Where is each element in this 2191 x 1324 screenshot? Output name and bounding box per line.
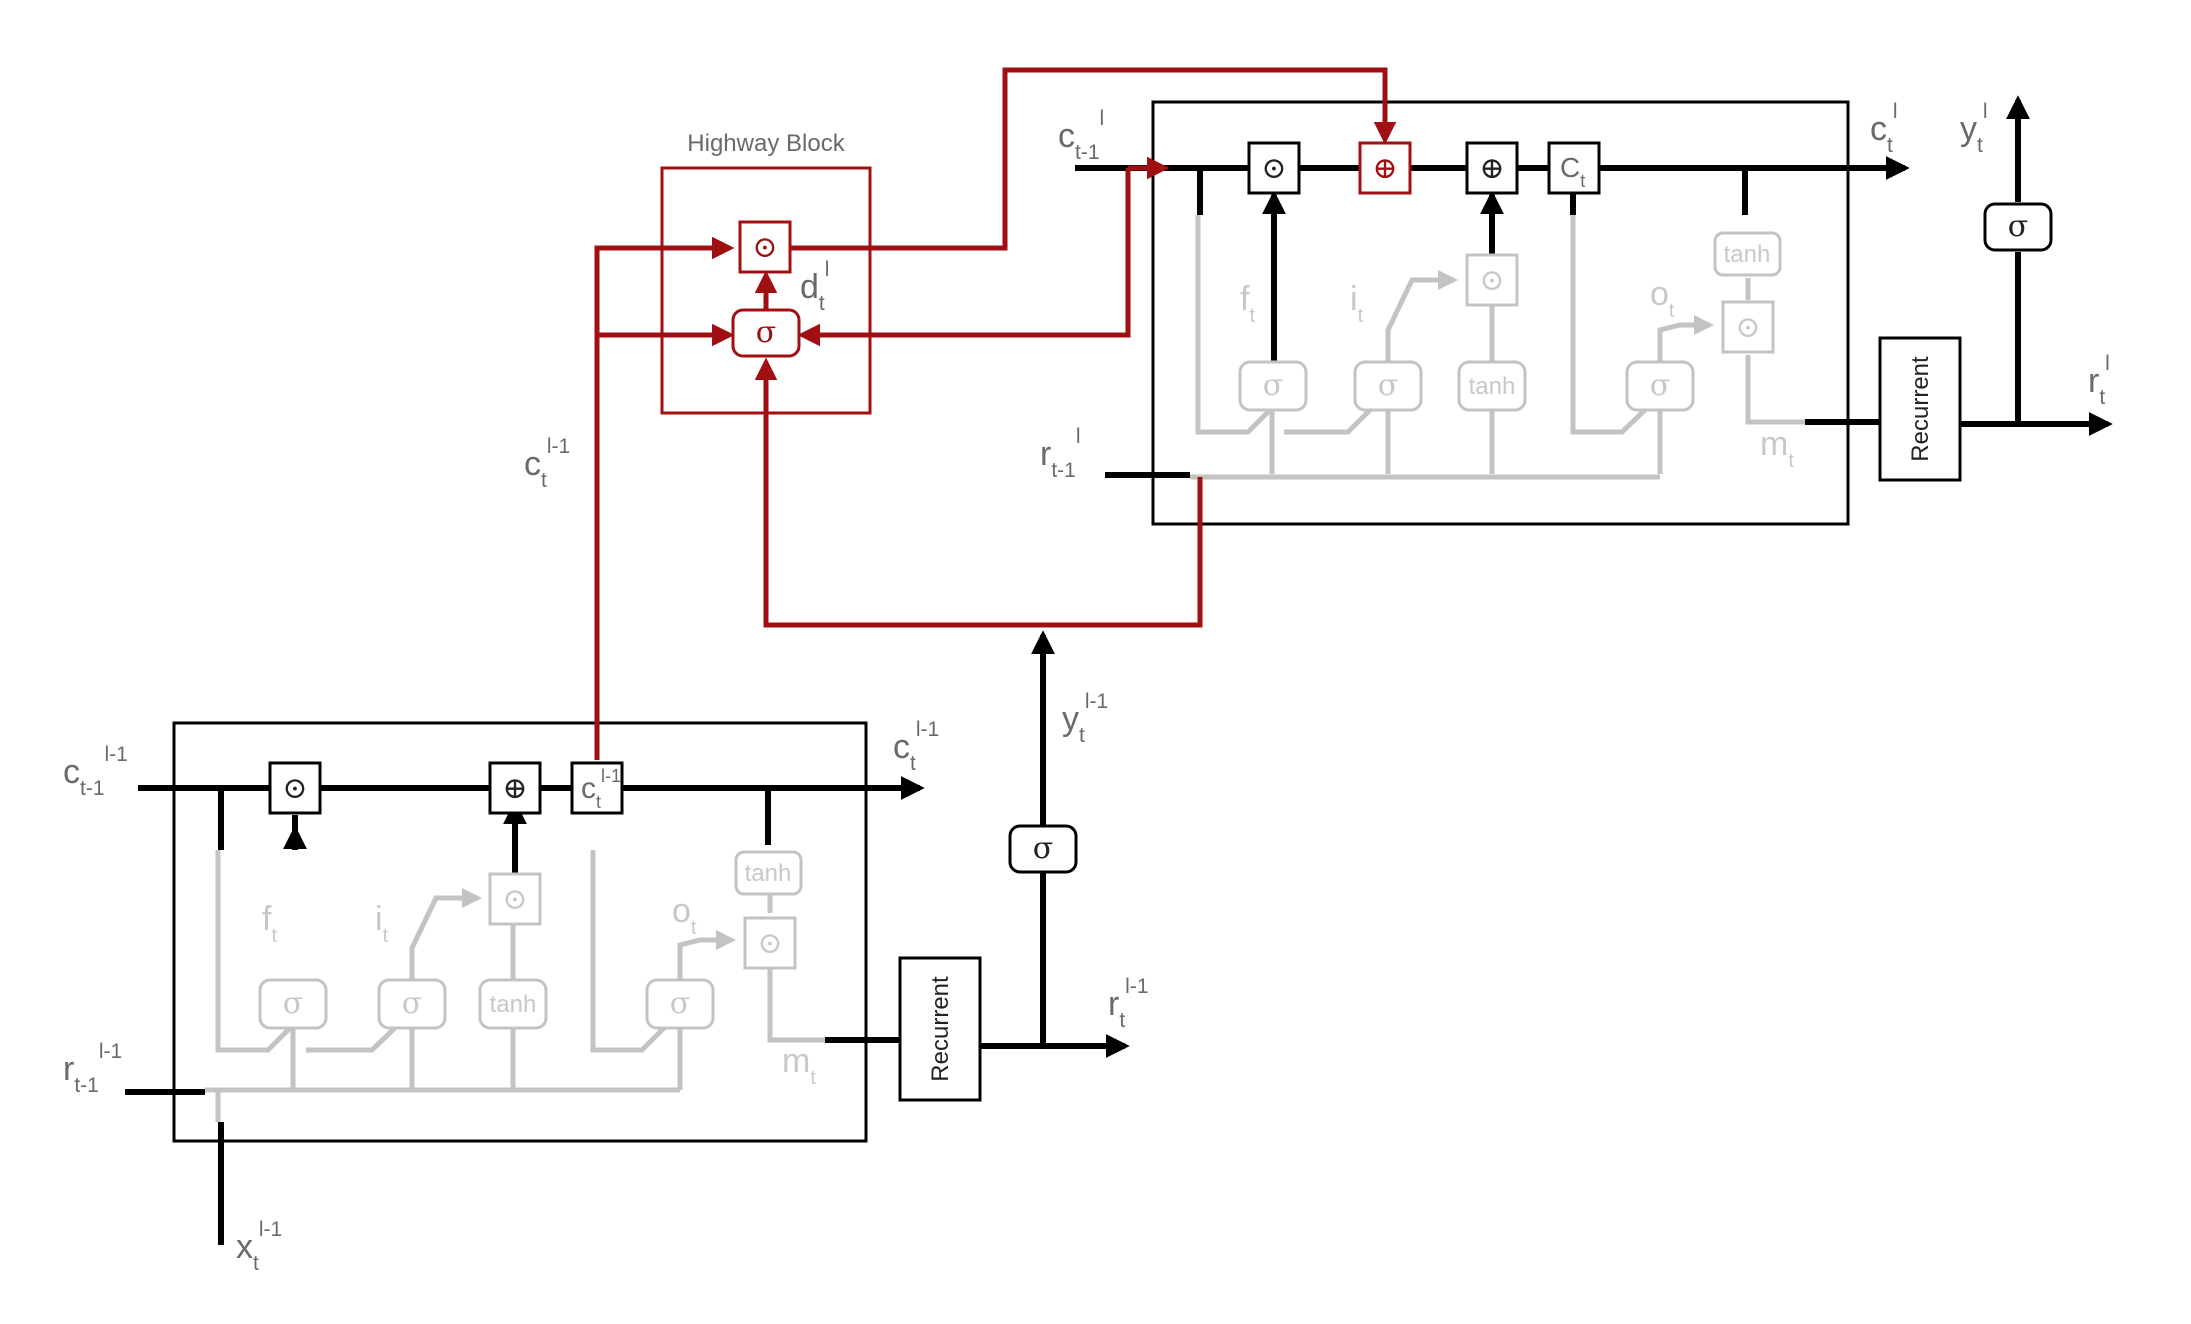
- lower-r-out-label: rtl-1: [1108, 975, 1149, 1032]
- upper-input-sigma-box: [1353, 360, 1423, 412]
- lower-cell-box: [172, 721, 868, 1143]
- upper-forget-mul-box: [1247, 141, 1301, 195]
- upper-forget-mul-symbol: ⊙: [1261, 151, 1286, 186]
- highway-sigma-label: σ: [756, 315, 776, 350]
- lower-forget-mul-box: [268, 761, 322, 815]
- upper-input-sigma-label: σ: [1378, 368, 1398, 403]
- lower-f-label: ft: [262, 900, 277, 947]
- highway-c-skip-label: ctl-1: [524, 435, 570, 492]
- highway-c-prev-tap: [797, 168, 1131, 347]
- highway-c-skip-line: [594, 236, 735, 760]
- highway-mul-symbol: ⊙: [752, 230, 777, 265]
- upper-add-box: [1465, 141, 1519, 195]
- lower-forget-mul-symbol: ⊙: [282, 771, 307, 806]
- lower-i-label: it: [375, 900, 389, 947]
- upper-recurrent-box: [1878, 336, 1962, 482]
- upper-output-sigma-box: [1625, 360, 1695, 412]
- lower-cand-tanh-label: tanh: [490, 991, 537, 1018]
- upper-forget-sigma-label: σ: [1263, 368, 1283, 403]
- upper-c-out-label: ctl: [1870, 100, 1898, 157]
- upper-add-symbol: ⊕: [1479, 151, 1504, 186]
- upper-cell-box: [1151, 100, 1850, 526]
- lower-y-sigma-label: σ: [1033, 831, 1053, 866]
- upper-lstm-cell: ⊙ ⊕ ⊕ Ct ⊙ ⊙ tanh σ σ tanh σ ft it ot mt…: [1040, 100, 1910, 526]
- upper-highway-add-symbol: ⊕: [1372, 151, 1397, 186]
- lower-output-mul-box: [743, 916, 797, 970]
- lower-y-sigma-box: [1008, 824, 1078, 874]
- upper-y-sigma-box: [1983, 202, 2053, 252]
- upper-c-node-label: Ct: [1560, 152, 1585, 191]
- lower-input-sigma-label: σ: [402, 986, 422, 1021]
- highway-d-label: dtl: [800, 258, 829, 315]
- highway-mul-box: [738, 220, 792, 274]
- lower-x-in-label: xtl-1: [236, 1218, 282, 1275]
- upper-c-in-label: ct-1l: [1058, 107, 1104, 164]
- upper-cand-tanh-label: tanh: [1469, 373, 1516, 400]
- lower-c-out-label: ctl-1: [893, 718, 939, 775]
- lower-forget-sigma-box: [258, 978, 328, 1030]
- upper-cell-gates-wiring: [1190, 215, 1805, 480]
- lower-add-symbol: ⊕: [502, 771, 527, 806]
- lower-output-sigma-box: [645, 978, 715, 1030]
- upper-o-label: ot: [1650, 275, 1675, 322]
- upper-forget-sigma-box: [1238, 360, 1308, 412]
- upper-r-out-label: rtl: [2088, 352, 2110, 409]
- lower-input-mul-symbol: ⊙: [502, 882, 527, 917]
- highway-x-tap: [754, 357, 1203, 628]
- highway-block: Highway Block ⊙ σ dtl ctl-1: [524, 67, 1397, 760]
- lower-m-label: mt: [782, 1042, 816, 1089]
- upper-r-in-label: rt-1l: [1040, 425, 1081, 482]
- lower-add-box: [488, 761, 542, 815]
- upper-output-path: Recurrent σ ytl rtl: [1878, 95, 2113, 482]
- lower-cell-gates-wiring: [205, 850, 825, 1122]
- highway-sigma-box: [731, 308, 801, 358]
- highway-to-add-line: [790, 67, 1397, 251]
- upper-i-label: it: [1350, 280, 1364, 327]
- lower-input-mul-box: [488, 872, 542, 926]
- upper-output-mul-box: [1721, 300, 1775, 354]
- lower-forget-sigma-label: σ: [283, 986, 303, 1021]
- upper-output-mul-symbol: ⊙: [1735, 310, 1760, 345]
- lower-output-path: Recurrent σ ytl-1 rtl-1: [898, 630, 1149, 1102]
- lower-c-in-label: ct-1l-1: [63, 743, 128, 800]
- upper-y-sigma-label: σ: [2008, 209, 2028, 244]
- upper-cand-tanh-box: [1457, 360, 1527, 412]
- upper-m-label: mt: [1760, 425, 1794, 472]
- upper-y-label: ytl: [1960, 100, 1988, 157]
- lower-r-in-label: rt-1l-1: [63, 1040, 122, 1097]
- lower-input-sigma-box: [377, 978, 447, 1030]
- upper-tanh-top-label: tanh: [1724, 241, 1771, 268]
- lower-tanh-top-label: tanh: [745, 860, 792, 887]
- lower-output-mul-symbol: ⊙: [757, 926, 782, 961]
- lower-c-node-label: ctl-1: [581, 766, 621, 812]
- lower-cand-tanh-box: [478, 978, 548, 1030]
- upper-output-sigma-label: σ: [1650, 368, 1670, 403]
- lower-o-label: ot: [672, 892, 697, 939]
- upper-input-mul-symbol: ⊙: [1479, 263, 1504, 298]
- upper-input-mul-box: [1465, 253, 1519, 307]
- lower-output-sigma-label: σ: [670, 986, 690, 1021]
- lower-lstm-cell: ⊙ ⊕ ctl-1 ⊙ ⊙ tanh σ σ tanh σ ft it ot m…: [63, 718, 939, 1275]
- lower-recurrent-box: [898, 956, 982, 1102]
- lower-tanh-top-box: [734, 850, 803, 896]
- upper-tanh-top-box: [1713, 231, 1782, 277]
- upper-recurrent-label: Recurrent: [1907, 356, 1934, 462]
- highway-block-title: Highway Block: [687, 130, 845, 157]
- upper-f-label: ft: [1240, 280, 1255, 327]
- lower-y-label: ytl-1: [1062, 690, 1108, 747]
- lower-c-node-box: [570, 761, 624, 815]
- lower-recurrent-label: Recurrent: [927, 976, 954, 1082]
- upper-c-node-box: [1547, 141, 1601, 195]
